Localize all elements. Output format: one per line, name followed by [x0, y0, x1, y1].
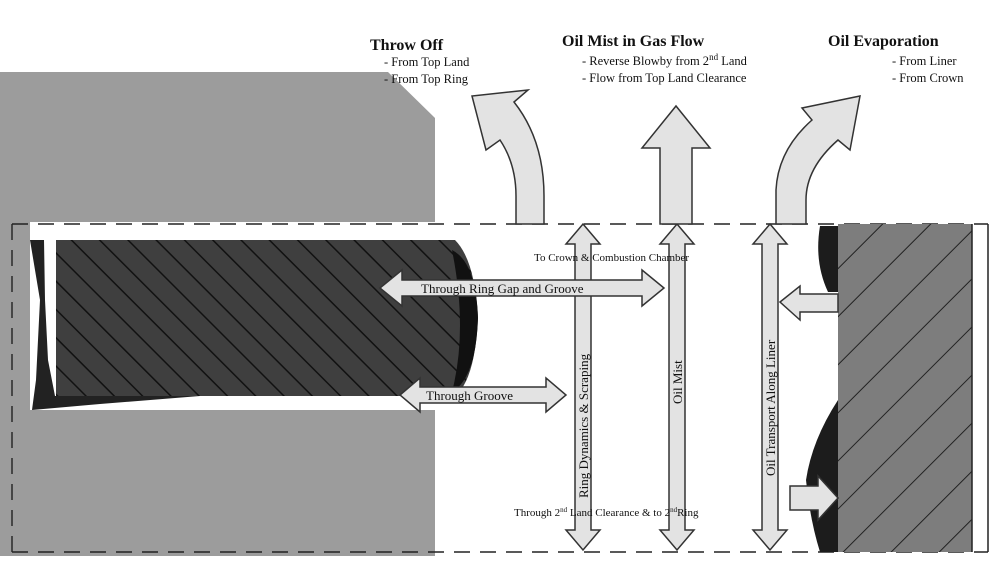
svg-text:- From Top Ring: - From Top Ring — [384, 72, 469, 86]
oil-mist-arrow — [658, 222, 696, 552]
ring-dynamics-arrow — [564, 222, 602, 552]
to-crown-label: To Crown & Combustion Chamber — [534, 252, 689, 264]
through-groove-arrow — [398, 376, 568, 414]
through-groove-label: Through Groove — [426, 388, 513, 403]
svg-text:- From Liner: - From Liner — [892, 54, 957, 68]
piston-ring — [56, 240, 478, 396]
svg-text:Oil Mist in Gas Flow: Oil Mist in Gas Flow — [562, 33, 705, 50]
piston-groove-wall — [0, 222, 30, 410]
svg-text:- Flow from Top Land Clearance: - Flow from Top Land Clearance — [582, 71, 747, 85]
oil-mist-header: Oil Mist in Gas Flow - Reverse Blowby fr… — [562, 33, 748, 85]
svg-text:Throw Off: Throw Off — [370, 37, 444, 54]
cylinder-liner — [838, 224, 972, 552]
ring-dynamics-label: Ring Dynamics & Scraping — [576, 353, 591, 498]
liner-transport-label: Oil Transport Along Liner — [763, 339, 778, 476]
bottom-clearance-label: Through 2nd Land Clearance & to 2ndRing — [514, 506, 699, 519]
svg-text:- From Top Land: - From Top Land — [384, 55, 470, 69]
oil-mist-up-arrow — [640, 104, 712, 225]
ring-gap-arrow — [378, 268, 666, 308]
piston-second-land — [0, 410, 435, 556]
throw-off-arrow — [471, 88, 545, 225]
svg-text:- From Crown: - From Crown — [892, 71, 964, 85]
throw-off-header: Throw Off - From Top Land - From Top Rin… — [370, 37, 470, 86]
svg-text:Oil Evaporation: Oil Evaporation — [828, 33, 939, 50]
ring-gap-label: Through Ring Gap and Groove — [421, 281, 584, 296]
liner-arrow-right — [789, 474, 840, 522]
piston-top-land — [0, 72, 435, 222]
oil-mist-label: Oil Mist — [670, 360, 685, 404]
liner-oil-film-lower — [806, 400, 838, 552]
liner-oil-film-upper — [818, 226, 838, 292]
svg-text:- Reverse Blowby from 2nd Land: - Reverse Blowby from 2nd Land — [582, 52, 748, 68]
liner-transport-arrow — [751, 222, 789, 552]
evaporation-header: Oil Evaporation - From Liner - From Crow… — [828, 33, 964, 85]
evaporation-arrow — [775, 95, 861, 225]
liner-arrow-left — [778, 284, 839, 322]
